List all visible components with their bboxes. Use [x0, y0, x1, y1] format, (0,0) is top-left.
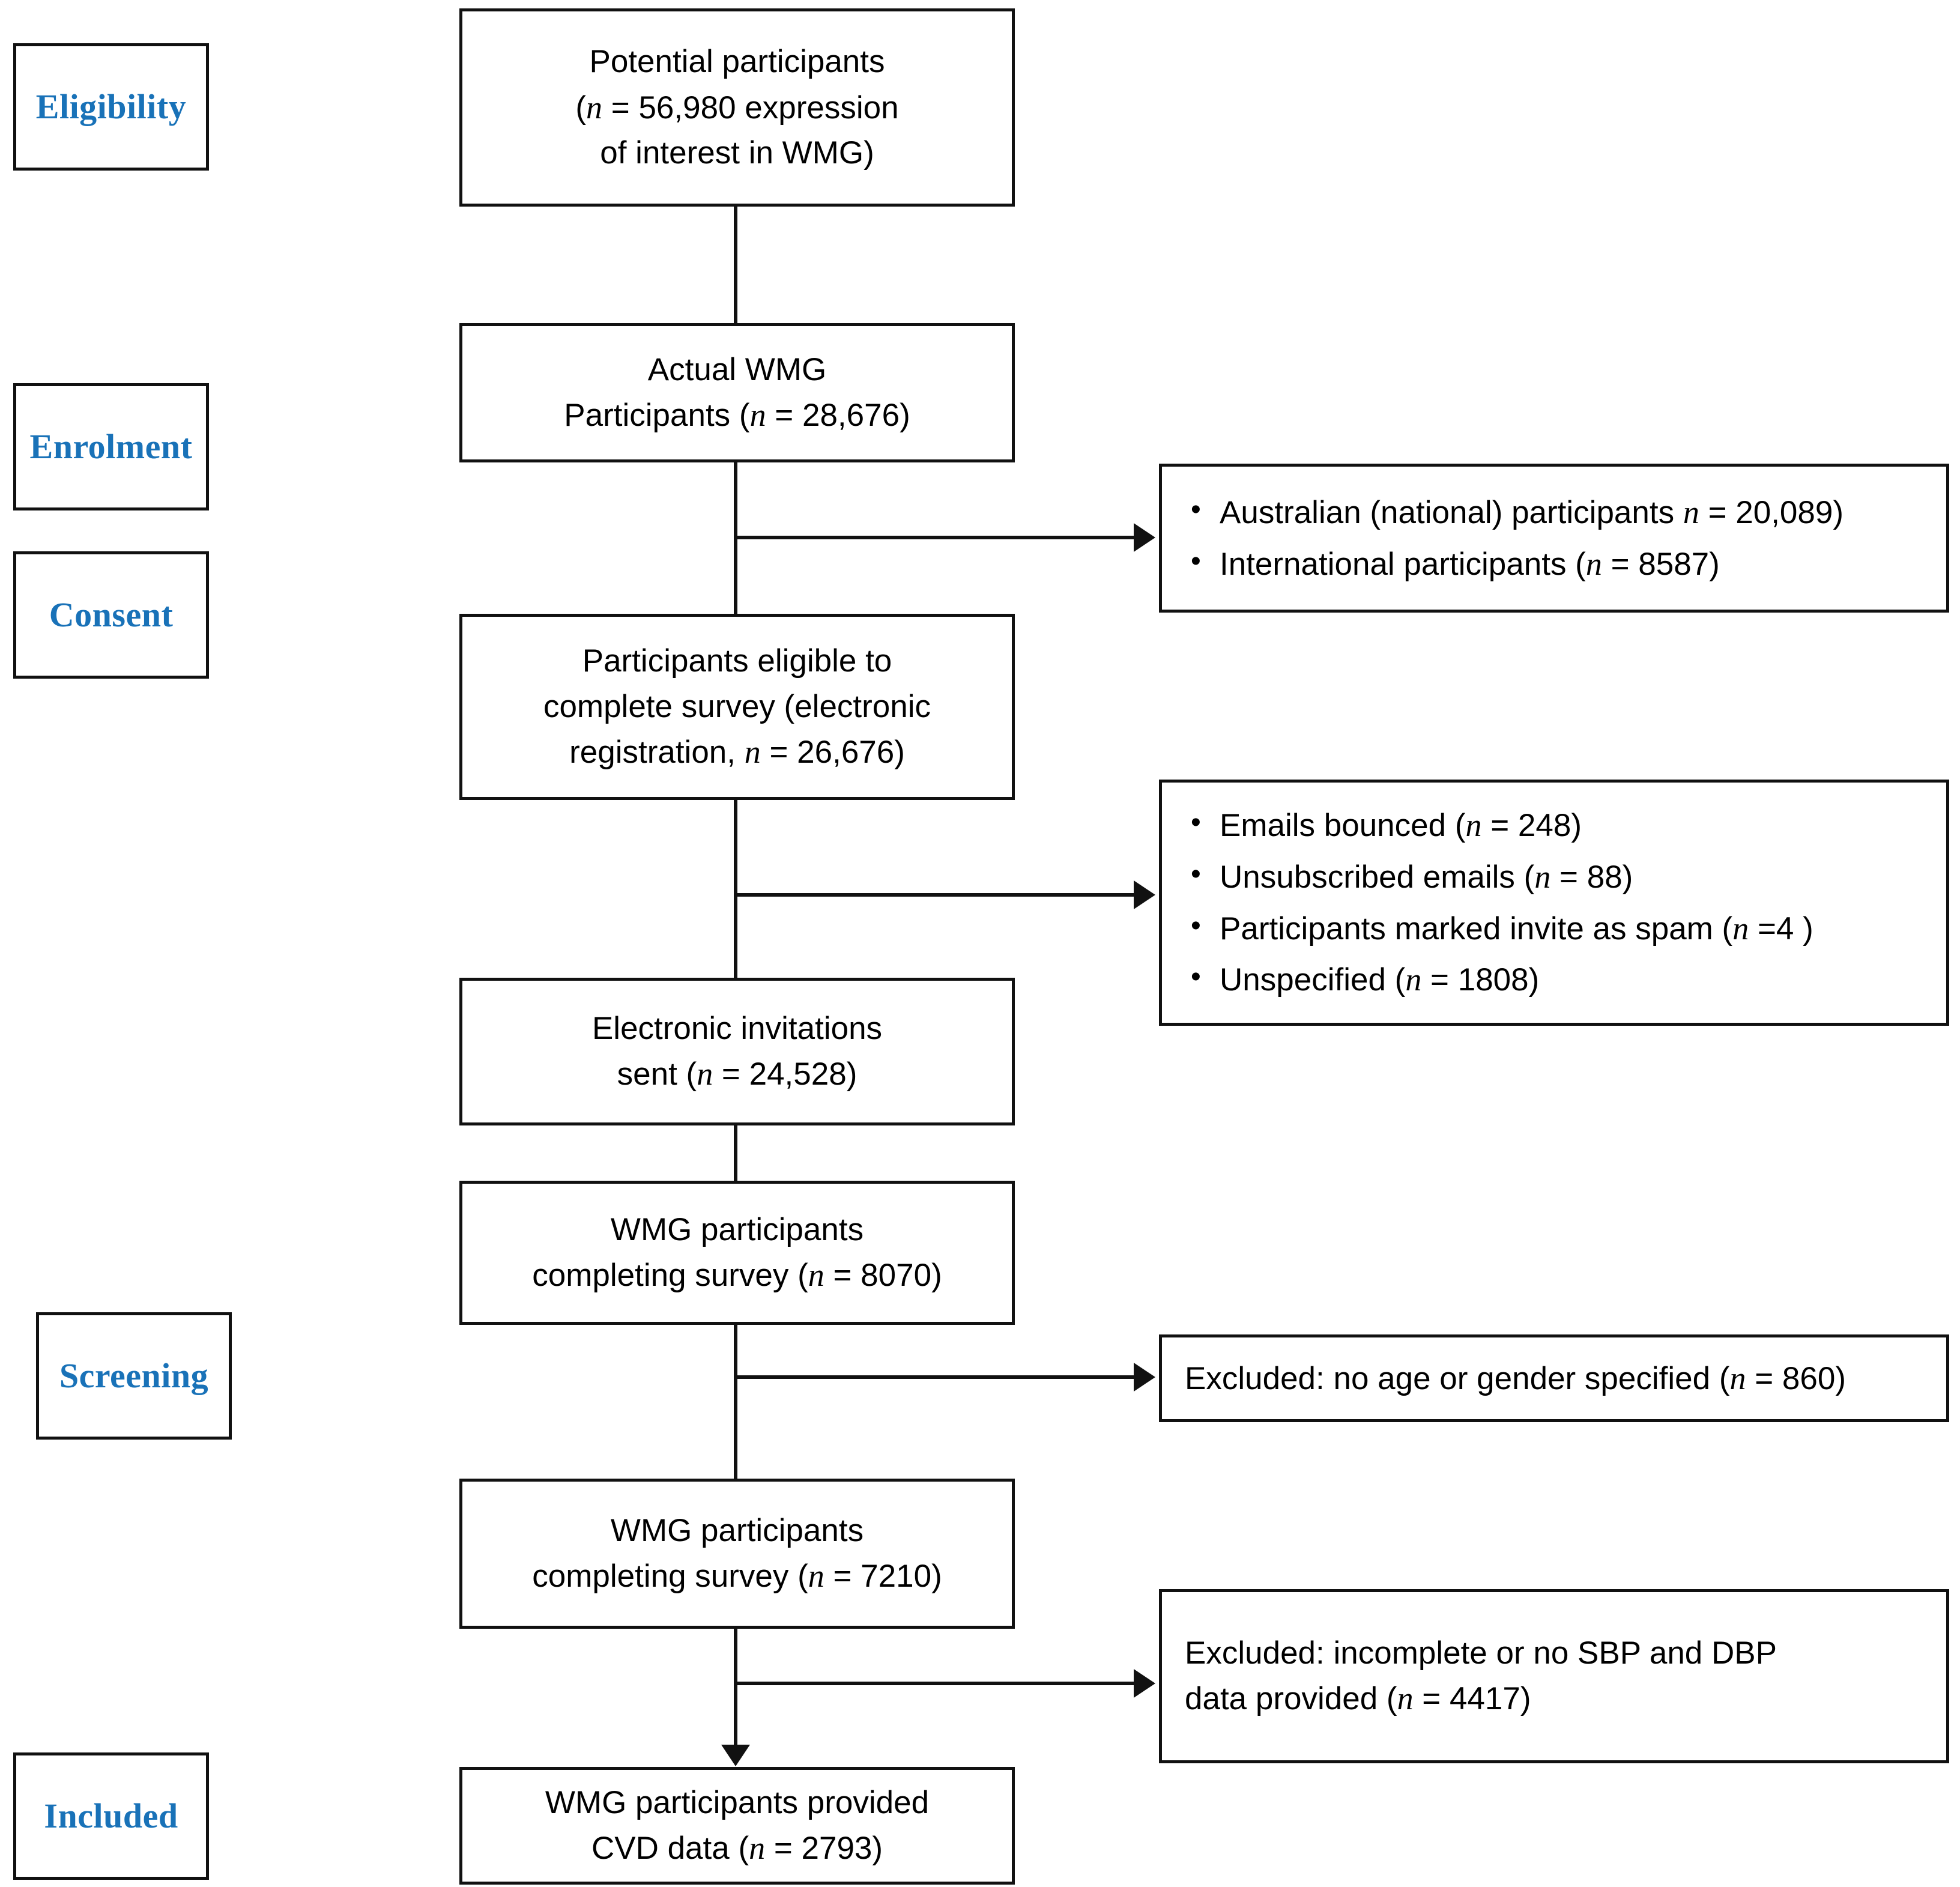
- stage-box-eligibility: Eligibility: [13, 43, 209, 171]
- stage-box-enrolment: Enrolment: [13, 383, 209, 510]
- exclusion-box-origin-breakdown: Australian (national) participants n = 2…: [1159, 464, 1949, 613]
- list-item: International participants (n = 8587): [1185, 541, 1933, 587]
- list-item: Unspecified (n = 1808): [1185, 957, 1933, 1003]
- stage-label-screening: Screening: [59, 1355, 209, 1395]
- connector-n2-n3: [734, 462, 737, 619]
- list-item: Emails bounced (n = 248): [1185, 802, 1933, 849]
- flow-box-completing-survey-8070: WMG participants completing survey (n = …: [459, 1181, 1015, 1325]
- connector-n3-n4: [734, 799, 737, 979]
- stage-label-included: Included: [44, 1796, 178, 1835]
- exclusion-box-email-breakdown: Emails bounced (n = 248) Unsubscribed em…: [1159, 780, 1949, 1026]
- arrow-down-to-included: [721, 1745, 750, 1766]
- arrow-right-origin: [1134, 523, 1155, 552]
- arrow-right-email: [1134, 880, 1155, 909]
- branch-line-email: [734, 893, 1148, 897]
- flow-box-actual-participants: Actual WMG Participants (n = 28,676): [459, 323, 1015, 462]
- exclusion-box-no-age-gender: Excluded: no age or gender specified (n …: [1159, 1334, 1949, 1422]
- branch-line-origin: [734, 536, 1148, 539]
- potential-participants-line2: (n = 56,980 expression: [575, 89, 899, 126]
- invitations-sent-line2: sent (n = 24,528): [617, 1056, 858, 1092]
- list-item: Unsubscribed emails (n = 88): [1185, 854, 1933, 900]
- email-breakdown-bullet-list: Emails bounced (n = 248) Unsubscribed em…: [1185, 797, 1933, 1008]
- potential-participants-line3: of interest in WMG): [600, 135, 874, 171]
- connector-n6-n7: [734, 1628, 737, 1751]
- arrow-right-bp-data: [1134, 1669, 1155, 1698]
- list-item: Participants marked invite as spam (n =4…: [1185, 906, 1933, 952]
- actual-participants-line2: Participants (n = 28,676): [564, 397, 910, 434]
- completing-survey-8070-line2: completing survey (n = 8070): [532, 1257, 942, 1294]
- flow-box-invitations-sent: Electronic invitations sent (n = 24,528): [459, 978, 1015, 1125]
- completing-survey-7210-line2: completing survey (n = 7210): [532, 1558, 942, 1595]
- stage-box-screening: Screening: [36, 1312, 232, 1440]
- flow-box-potential-participants: Potential participants (n = 56,980 expre…: [459, 8, 1015, 207]
- stage-box-included: Included: [13, 1752, 209, 1880]
- branch-line-age-gender: [734, 1375, 1148, 1379]
- stage-label-consent: Consent: [49, 595, 174, 634]
- actual-participants-line1: Actual WMG: [647, 352, 827, 388]
- stage-label-enrolment: Enrolment: [29, 426, 193, 466]
- flow-box-provided-cvd: WMG participants provided CVD data (n = …: [459, 1767, 1015, 1885]
- flow-box-eligible-survey: Participants eligible to complete survey…: [459, 614, 1015, 800]
- flow-box-completing-survey-7210: WMG participants completing survey (n = …: [459, 1479, 1015, 1629]
- stage-box-consent: Consent: [13, 551, 209, 679]
- connector-n5-n6: [734, 1321, 737, 1501]
- eligible-survey-line1: Participants eligible to: [582, 643, 892, 679]
- connector-n4-n5: [734, 1123, 737, 1183]
- no-age-gender-line1: Excluded: no age or gender specified (n …: [1185, 1360, 1846, 1396]
- origin-breakdown-bullet-list: Australian (national) participants n = 2…: [1185, 484, 1933, 592]
- completing-survey-8070-line1: WMG participants: [610, 1212, 864, 1248]
- eligible-survey-line3: registration, n = 26,676): [569, 733, 905, 770]
- provided-cvd-line1: WMG participants provided: [545, 1785, 930, 1821]
- list-item: Australian (national) participants n = 2…: [1185, 489, 1933, 536]
- completing-survey-7210-line1: WMG participants: [610, 1513, 864, 1549]
- no-bp-data-line1: Excluded: incomplete or no SBP and DBP: [1185, 1635, 1777, 1671]
- connector-n1-n2: [734, 204, 737, 324]
- provided-cvd-line2: CVD data (n = 2793): [591, 1830, 883, 1867]
- potential-participants-line1: Potential participants: [589, 44, 885, 80]
- invitations-sent-line1: Electronic invitations: [591, 1011, 883, 1047]
- no-bp-data-line2: data provided (n = 4417): [1185, 1680, 1531, 1717]
- stage-label-eligibility: Eligibility: [35, 86, 187, 126]
- arrow-right-age-gender: [1134, 1363, 1155, 1392]
- branch-line-bp-data: [734, 1682, 1148, 1685]
- eligible-survey-line2: complete survey (electronic: [543, 688, 931, 724]
- exclusion-box-no-bp-data: Excluded: incomplete or no SBP and DBP d…: [1159, 1589, 1949, 1763]
